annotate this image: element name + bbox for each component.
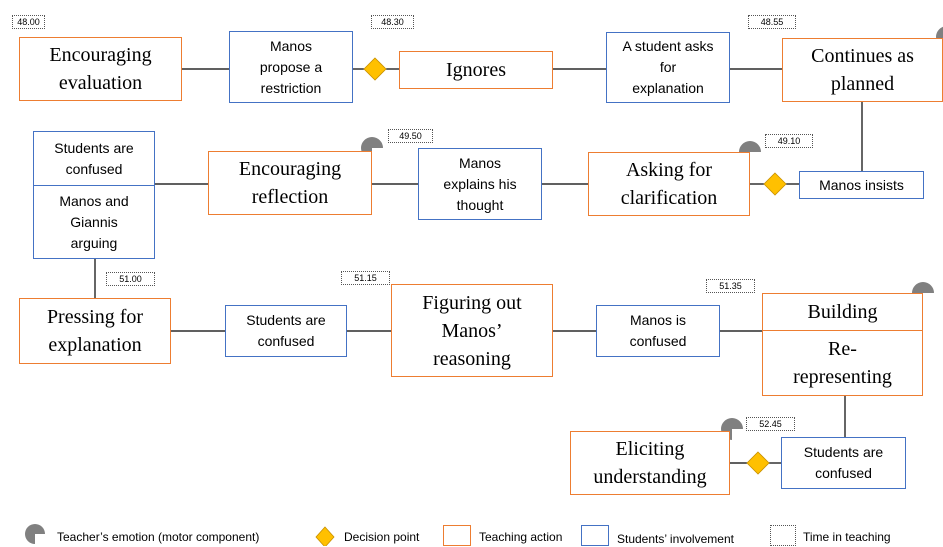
- legend-time-swatch: [770, 525, 796, 546]
- time-stamp: 48.00: [12, 15, 45, 29]
- legend-decision-diamond: [315, 526, 335, 546]
- student-involvement-students-confused: Students are confused: [34, 132, 154, 186]
- student-involvement-manos-explains-thought: Manos explains his thought: [418, 148, 542, 220]
- student-involvement-manos-giannis-arguing: Manos and Giannis arguing: [59, 192, 129, 251]
- legend-students-swatch: [581, 525, 609, 546]
- time-stamp: 51.35: [706, 279, 755, 293]
- time-stamp: 48.30: [371, 15, 414, 29]
- student-involvement-manos-propose-restriction: Manos propose a restriction: [229, 31, 353, 103]
- legend-teaching-swatch: [443, 525, 471, 546]
- legend-decision-label: Decision point: [344, 530, 420, 544]
- teaching-action-figuring-out-reasoning: Figuring out Manos’ reasoning: [391, 284, 553, 377]
- time-stamp: 49.50: [388, 129, 433, 143]
- teaching-action-group: Building Re- representing: [762, 293, 923, 396]
- teaching-action-ignores: Ignores: [399, 51, 553, 89]
- teaching-action-encouraging-evaluation: Encouraging evaluation: [19, 37, 182, 101]
- decision-point-diamond: [363, 57, 387, 81]
- legend-teaching-label: Teaching action: [479, 530, 563, 544]
- decision-point-diamond: [763, 172, 787, 196]
- legend-students-label: Students’ involvement: [617, 532, 734, 546]
- time-stamp: 52.45: [746, 417, 795, 431]
- student-involvement-manos-is-confused: Manos is confused: [596, 305, 720, 357]
- time-stamp: 51.00: [106, 272, 155, 286]
- decision-point-diamond: [746, 451, 770, 475]
- student-involvement-student-asks-explanation: A student asks for explanation: [606, 32, 730, 103]
- teaching-action-asking-for-clarification: Asking for clarification: [588, 152, 750, 216]
- student-involvement-students-confused: Students are confused: [225, 305, 347, 357]
- time-stamp: 51.15: [341, 271, 390, 285]
- student-involvement-students-confused: Students are confused: [781, 437, 906, 489]
- teaching-action-eliciting-understanding: Eliciting understanding: [570, 431, 730, 495]
- legend-emotion-label: Teacher’s emotion (motor component): [57, 530, 260, 544]
- student-involvement-manos-insists: Manos insists: [799, 171, 924, 199]
- teaching-action-pressing-for-explanation: Pressing for explanation: [19, 298, 171, 364]
- legend-time-label: Time in teaching: [803, 530, 891, 544]
- student-involvement-group: Students are confused Manos and Giannis …: [33, 131, 155, 259]
- time-stamp: 49.10: [765, 134, 813, 148]
- teaching-action-building: Building: [763, 294, 922, 331]
- legend-emotion-icon: [25, 524, 45, 544]
- time-stamp: 48.55: [748, 15, 796, 29]
- teaching-action-re-representing: Re- representing: [793, 338, 892, 388]
- teaching-action-encouraging-reflection: Encouraging reflection: [208, 151, 372, 215]
- teaching-action-continues-as-planned: Continues as planned: [782, 38, 943, 102]
